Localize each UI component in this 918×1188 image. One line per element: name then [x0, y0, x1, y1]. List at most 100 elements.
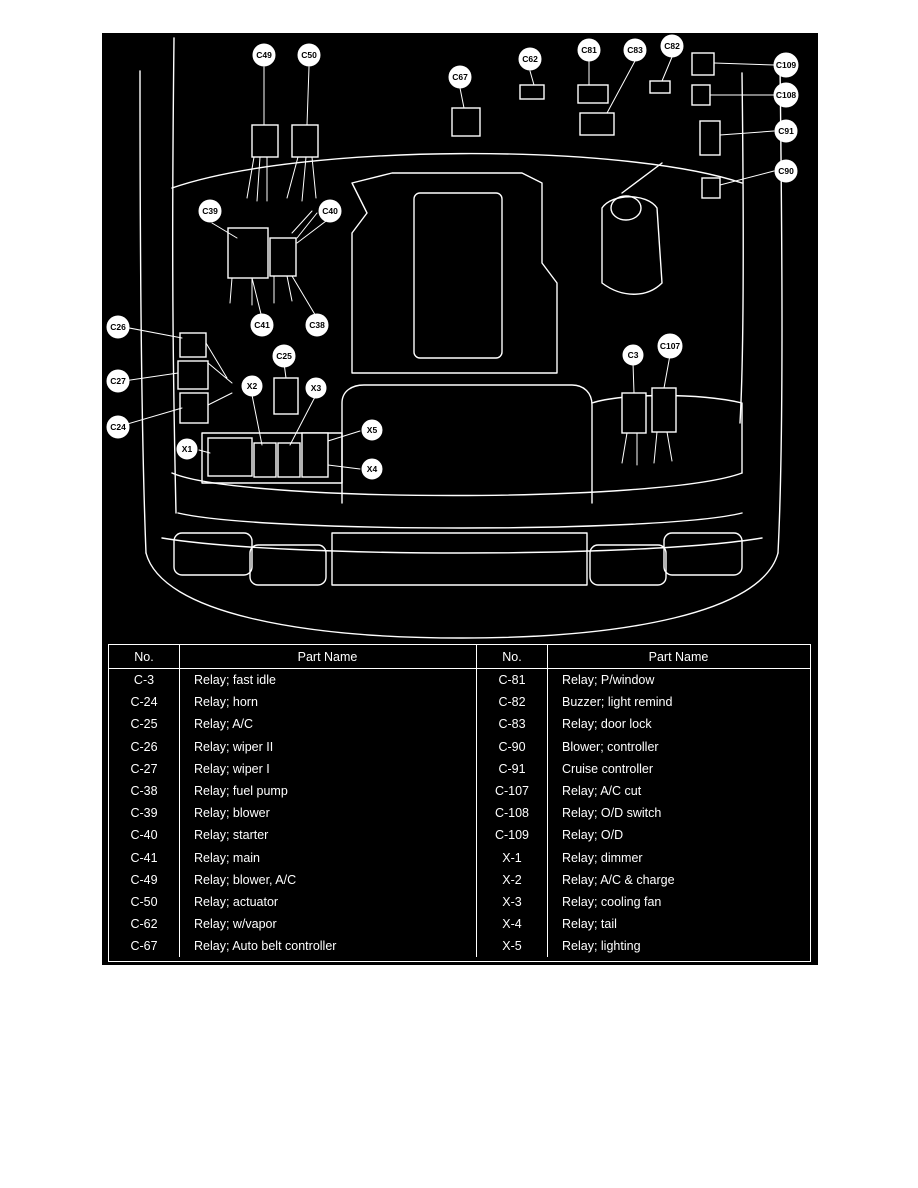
header-part-name: Part Name — [179, 645, 477, 669]
svg-text:C3: C3 — [628, 350, 639, 360]
part-name: Relay; actuator — [179, 890, 477, 914]
part-no: C-62 — [109, 913, 180, 936]
callout-c82: C82 — [660, 34, 684, 58]
callout-c3: C3 — [622, 344, 644, 366]
svg-text:C39: C39 — [202, 206, 218, 216]
svg-text:X5: X5 — [367, 425, 378, 435]
part-no: C-40 — [109, 824, 180, 847]
part-name-2: Relay; O/D — [562, 828, 624, 843]
svg-text:C27: C27 — [110, 376, 126, 386]
part-no: C-41 — [109, 846, 180, 869]
svg-text:C26: C26 — [110, 322, 126, 332]
svg-text:C109: C109 — [776, 60, 797, 70]
callout-c27: C27 — [106, 369, 130, 393]
part-no-2: X-2 — [476, 868, 548, 891]
part-no: C-24 — [109, 691, 180, 714]
callout-c107: C107 — [657, 333, 683, 359]
svg-text:X3: X3 — [311, 383, 322, 393]
callout-x4: X4 — [361, 458, 383, 480]
callout-c90: C90 — [774, 159, 798, 183]
part-name: Relay; Auto belt controller — [179, 935, 477, 958]
svg-text:C83: C83 — [627, 45, 643, 55]
callout-x2: X2 — [241, 375, 263, 397]
part-name: Relay; w/vapor — [179, 913, 477, 936]
svg-text:C62: C62 — [522, 54, 538, 64]
part-no: C-25 — [109, 713, 180, 736]
svg-text:C50: C50 — [301, 50, 317, 60]
part-name-2: Relay; A/C cut — [562, 784, 642, 799]
part-no-2: C-91 — [476, 757, 548, 780]
callout-c39: C39 — [198, 199, 222, 223]
part-name-2: Cruise controller — [562, 761, 654, 776]
part-no-2: X-1 — [476, 846, 548, 869]
callout-c49: C49 — [252, 43, 276, 67]
part-name: Relay; wiper I — [179, 757, 477, 780]
svg-text:C90: C90 — [778, 166, 794, 176]
callout-x1: X1 — [176, 438, 198, 460]
callout-c109: C109 — [773, 52, 799, 78]
part-name-2: Relay; dimmer — [562, 850, 643, 865]
engine-bay-diagram: C49 C50 C67 C62 C81 C83 C82 C109 C108 C9… — [102, 33, 818, 641]
part-name: Relay; fuel pump — [179, 779, 477, 803]
part-no-2: C-109 — [476, 824, 548, 847]
part-name-2: Relay; door lock — [562, 717, 652, 732]
svg-text:X4: X4 — [367, 464, 378, 474]
callout-c24: C24 — [106, 415, 130, 439]
part-no-2: X-4 — [476, 913, 548, 936]
part-no: C-50 — [109, 890, 180, 914]
callout-c108: C108 — [773, 82, 799, 108]
part-name: Relay; fast idle — [179, 668, 477, 692]
part-no: C-26 — [109, 735, 180, 758]
callout-c91: C91 — [774, 119, 798, 143]
part-no-2: X-3 — [476, 890, 548, 914]
svg-text:X1: X1 — [182, 444, 193, 454]
callout-x5: X5 — [361, 419, 383, 441]
part-no: C-39 — [109, 802, 180, 825]
part-name-2: Relay; lighting — [562, 939, 641, 954]
part-no: C-38 — [109, 779, 180, 803]
part-name: Relay; A/C — [179, 713, 477, 736]
part-no: C-27 — [109, 757, 180, 780]
part-name-2: Relay; cooling fan — [562, 894, 662, 909]
part-no-2: C-82 — [476, 691, 548, 714]
part-no: C-3 — [109, 668, 180, 692]
engine-bay-drawing: C49 C50 C67 C62 C81 C83 C82 C109 C108 C9… — [106, 34, 799, 639]
part-no-2: C-81 — [476, 668, 548, 692]
callout-c67: C67 — [448, 65, 472, 89]
svg-text:C40: C40 — [322, 206, 338, 216]
callout-c25: C25 — [272, 344, 296, 368]
svg-text:C25: C25 — [276, 351, 292, 361]
svg-text:C91: C91 — [778, 126, 794, 136]
svg-text:C41: C41 — [254, 320, 270, 330]
callout-c40: C40 — [318, 199, 342, 223]
part-no-2: X-5 — [476, 935, 548, 958]
part-name-2: Relay; P/window — [562, 673, 655, 688]
callout-c81: C81 — [577, 38, 601, 62]
header-part-name-2: Part Name — [547, 645, 810, 669]
part-name-2: Buzzer; light remind — [562, 695, 673, 710]
diagram-panel: C49 C50 C67 C62 C81 C83 C82 C109 C108 C9… — [102, 33, 818, 965]
part-name-2: Relay; tail — [562, 917, 617, 932]
part-no: C-49 — [109, 868, 180, 891]
part-name: Relay; blower, A/C — [179, 868, 477, 891]
callout-c38: C38 — [305, 313, 329, 337]
part-no-2: C-83 — [476, 713, 548, 736]
callout-c83: C83 — [623, 38, 647, 62]
callout-x3: X3 — [305, 377, 327, 399]
part-no: C-67 — [109, 935, 180, 958]
svg-text:C38: C38 — [309, 320, 325, 330]
callout-c41: C41 — [250, 313, 274, 337]
header-no: No. — [109, 645, 180, 669]
